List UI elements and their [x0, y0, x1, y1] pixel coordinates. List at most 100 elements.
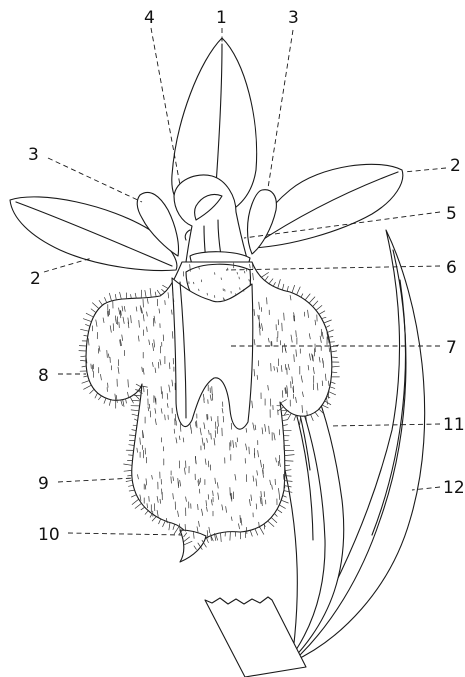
fringe-hair: [129, 435, 135, 436]
fringe-hair: [287, 286, 288, 291]
fringe-hair: [274, 514, 277, 517]
fringe-hair: [174, 526, 179, 534]
label-3-top: 3: [288, 8, 299, 28]
hair-stroke: [287, 390, 288, 397]
fringe-hair: [132, 400, 141, 401]
fringe-hair: [281, 500, 288, 503]
hair-stroke: [207, 415, 208, 421]
fringe-hair: [221, 533, 222, 542]
hair-stroke: [254, 453, 255, 458]
fringe-hair: [84, 385, 92, 389]
fringe-hair: [250, 530, 252, 536]
fringe-hair: [271, 518, 277, 523]
fringe-hair: [329, 392, 336, 395]
hair-stroke: [294, 355, 295, 362]
label-11: 11: [443, 415, 465, 435]
hair-stroke: [302, 405, 303, 412]
hair-stroke: [107, 350, 108, 357]
fringe-hair: [126, 399, 127, 403]
hair-stroke: [154, 504, 155, 511]
fringe-hair: [124, 464, 132, 465]
label-4: 4: [144, 8, 155, 28]
fringe-hair: [135, 293, 136, 298]
label-9: 9: [38, 474, 49, 494]
hair-stroke: [296, 331, 297, 337]
hair-stroke: [171, 477, 172, 484]
fringe-hair: [301, 294, 303, 297]
hair-stroke: [165, 415, 166, 420]
fringe-hair: [284, 440, 288, 441]
fringe-hair: [135, 503, 141, 508]
fringe-hair: [292, 285, 295, 293]
hair-stroke: [123, 400, 124, 407]
hair-stroke: [211, 433, 212, 439]
fringe-hair: [309, 297, 315, 303]
specimen-label-tag: [205, 597, 306, 677]
fringe-hair: [86, 324, 90, 326]
fringe-hair: [81, 356, 86, 357]
fringe-hair: [150, 514, 152, 517]
fringe-hair: [109, 293, 111, 301]
fringe-hair: [131, 495, 136, 497]
fringe-hair: [327, 330, 333, 332]
hair-stroke: [293, 388, 294, 393]
fringe-hair: [322, 405, 328, 408]
fringe-hair: [132, 414, 138, 416]
fringe-hair: [265, 276, 268, 281]
fringe-hair: [163, 521, 166, 527]
fringe-hair: [92, 303, 99, 309]
hair-stroke: [256, 504, 257, 509]
label-3-left: 3: [28, 145, 39, 165]
fringe-hair: [99, 396, 102, 400]
fringe-hair: [145, 511, 148, 515]
leader-9: [58, 478, 134, 482]
hair-stroke: [244, 271, 245, 273]
fringe-hair: [305, 294, 310, 300]
appendage: [180, 530, 206, 562]
fringe-hair: [162, 289, 165, 292]
label-8: 8: [38, 366, 49, 386]
fringe-hair: [90, 389, 94, 393]
label-5: 5: [446, 204, 457, 224]
fringe-hair: [120, 292, 122, 299]
leader-2-left: [44, 258, 92, 272]
fringe-hair: [332, 372, 337, 373]
hair-stroke: [322, 381, 323, 386]
fringe-hair: [129, 445, 134, 446]
fringe-hair: [95, 393, 98, 398]
fringe-hair: [128, 475, 132, 476]
fringe-hair: [255, 529, 258, 535]
hair-stroke: [323, 358, 324, 363]
fringe-hair: [133, 425, 137, 426]
fringe-hair: [121, 400, 123, 406]
label-12: 12: [443, 478, 465, 498]
fringe-hair: [126, 480, 132, 481]
fringe-hair: [285, 461, 293, 462]
fringe-hair: [80, 360, 86, 361]
fringe-hair: [86, 313, 93, 317]
label-2-right: 2: [450, 156, 461, 176]
fringe-hair: [332, 366, 340, 367]
fringe-hair: [150, 288, 151, 297]
hair-stroke: [294, 316, 295, 321]
leader-3-top: [268, 30, 293, 188]
fringe-hair: [324, 320, 332, 323]
fringe-hair: [268, 521, 274, 527]
fringe-hair: [332, 357, 338, 358]
fringe-hair: [109, 400, 110, 406]
hair-stroke: [263, 468, 264, 473]
fringe-hair: [159, 519, 161, 524]
fringe-hair: [173, 524, 175, 530]
fringe-hair: [157, 290, 161, 295]
hair-stroke: [208, 495, 209, 500]
fringe-hair: [129, 490, 134, 491]
fringe-hair: [129, 455, 134, 456]
fringe-hair: [134, 419, 137, 421]
fringe-hair: [319, 311, 325, 314]
fringe-hair: [145, 290, 146, 297]
fringe-hair: [141, 507, 145, 510]
label-6: 6: [446, 258, 457, 278]
fringe-hair: [285, 476, 292, 477]
fringe-hair: [82, 381, 89, 384]
